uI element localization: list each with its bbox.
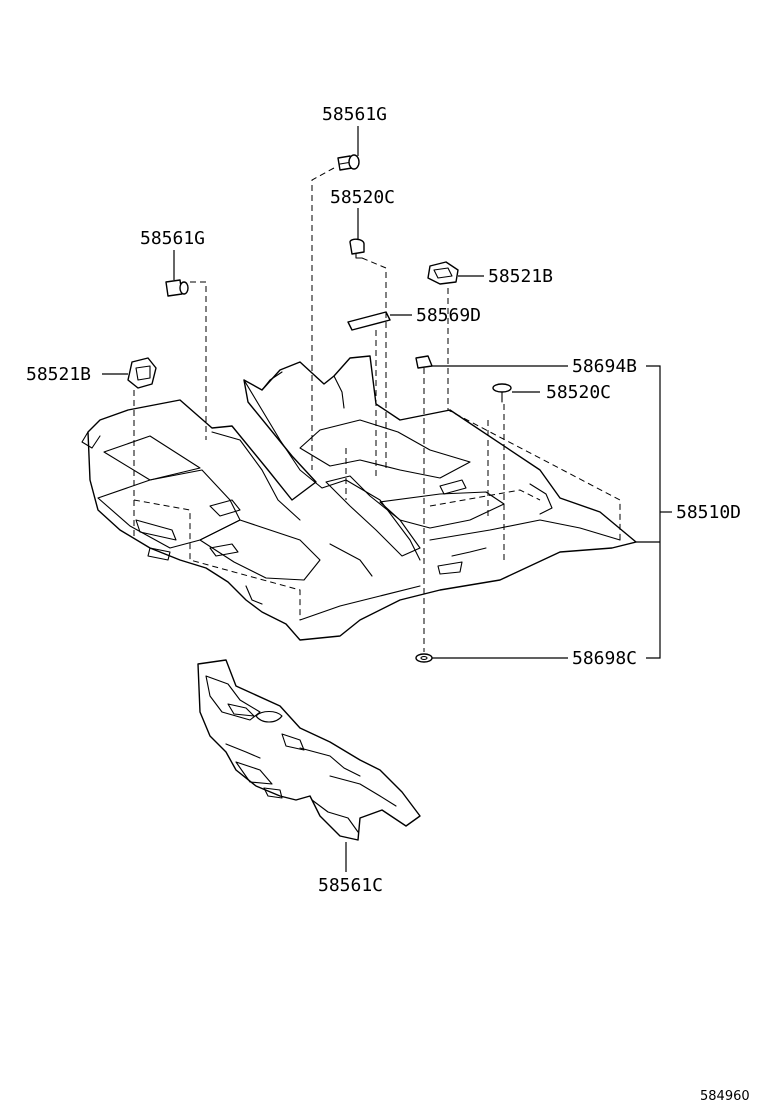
callout-58561g-top: 58561G (322, 104, 387, 125)
clip-58561g-left-illustration (165, 279, 189, 297)
callout-58520c-right: 58520C (546, 382, 611, 403)
callout-58561g-left: 58561G (140, 228, 205, 249)
callout-58569d: 58569D (416, 305, 481, 326)
washer-58698c-illustration (415, 653, 433, 663)
callout-58521b-left: 58521B (26, 364, 91, 385)
rear-floor-mat-illustration (197, 659, 421, 841)
floor-carpet-illustration (81, 355, 637, 641)
clip-58520c-center-illustration (349, 238, 365, 259)
clip-58521b-left-illustration (127, 357, 157, 389)
installation-lines (133, 167, 621, 652)
clip-58521b-right-illustration (427, 261, 459, 285)
callout-58561c: 58561C (318, 875, 383, 896)
leader-lines (102, 126, 672, 872)
callout-58698c: 58698C (572, 648, 637, 669)
callout-58694b: 58694B (572, 356, 637, 377)
callout-58521b-right: 58521B (488, 266, 553, 287)
fastener-58694b-illustration (415, 355, 433, 369)
callout-58520c-center: 58520C (330, 187, 395, 208)
clip-58561g-top-illustration (337, 154, 360, 171)
diagram-reference-number: 584960 (700, 1089, 750, 1104)
clip-58520c-right-illustration (492, 383, 512, 403)
callout-58510d: 58510D (676, 502, 741, 523)
callout-labels: 58561G 58520C 58521B 58569D 58694B 58520… (26, 104, 750, 1104)
plate-58569d-illustration (347, 311, 391, 331)
